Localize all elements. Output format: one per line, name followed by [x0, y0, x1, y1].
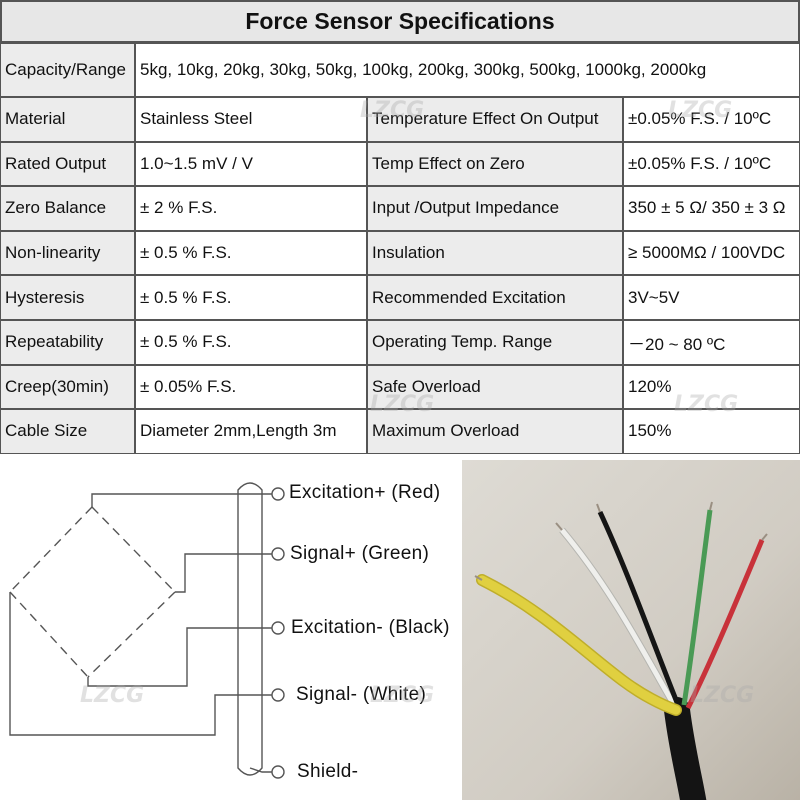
white-wire: [560, 528, 677, 707]
green-wire: [681, 509, 713, 706]
spec-label: Safe Overload: [367, 364, 623, 410]
spec-value: 120%: [623, 364, 800, 410]
capacity-row: Capacity/Range 5kg, 10kg, 20kg, 30kg, 50…: [0, 43, 800, 97]
table-row: Hysteresis± 0.5 % F.S.Recommended Excita…: [0, 275, 800, 320]
table-title: Force Sensor Specifications: [0, 0, 800, 43]
spec-label: Temperature Effect On Output: [367, 97, 623, 142]
label-excitation-minus: Excitation- (Black): [291, 617, 450, 638]
table-row: Repeatability± 0.5 % F.S.Operating Temp.…: [0, 320, 800, 365]
spec-table: Force Sensor Specifications Capacity/Ran…: [0, 0, 800, 454]
cable-sheath-outline: [237, 482, 263, 776]
black-cable-jacket: [664, 697, 707, 805]
spec-label: Insulation: [367, 230, 623, 276]
table-title-row: Force Sensor Specifications: [0, 0, 800, 43]
spec-value: 1.0~1.5 mV / V: [135, 141, 367, 187]
wiring-diagram: Excitation+ (Red) Signal+ (Green) Excita…: [0, 460, 462, 800]
spec-label: Zero Balance: [0, 186, 135, 231]
label-signal-minus: Signal- (White): [296, 684, 427, 705]
spec-value: Stainless Steel: [135, 97, 367, 142]
spec-label: Maximum Overload: [367, 409, 623, 454]
spec-value: ±0.05% F.S. / 10ºC: [623, 141, 800, 187]
label-signal-plus: Signal+ (Green): [290, 543, 430, 564]
spec-label: Non-linearity: [0, 230, 135, 276]
terminal-shield: [271, 765, 285, 779]
table-row: Non-linearity± 0.5 % F.S.Insulation≥ 500…: [0, 230, 800, 276]
spec-label: Cable Size: [0, 409, 135, 454]
spec-label: Temp Effect on Zero: [367, 141, 623, 187]
yellow-cable: [477, 575, 681, 715]
capacity-label: Capacity/Range: [0, 43, 135, 97]
spec-value: ±0.05% F.S. / 10ºC: [623, 97, 800, 142]
black-wire: [597, 510, 681, 706]
spec-label: Operating Temp. Range: [367, 320, 623, 365]
label-excitation-plus: Excitation+ (Red): [289, 482, 441, 503]
table-row: Zero Balance± 2 % F.S.Input /Output Impe…: [0, 186, 800, 231]
spec-value: ± 0.5 % F.S.: [135, 275, 367, 320]
capacity-value: 5kg, 10kg, 20kg, 30kg, 50kg, 100kg, 200k…: [135, 43, 800, 97]
terminal-signal-minus: [271, 688, 285, 702]
spec-value: ± 0.5 % F.S.: [135, 230, 367, 276]
label-shield: Shield-: [297, 761, 359, 782]
spec-value: －20 ~ 80 ºC: [623, 320, 800, 365]
terminal-excitation-plus: [271, 487, 285, 501]
spec-value: Diameter 2mm,Length 3m: [135, 409, 367, 454]
cable-photo-illustration: [462, 460, 800, 805]
spec-value: 350 ± 5 Ω/ 350 ± 3 Ω: [623, 186, 800, 231]
spec-label: Recommended Excitation: [367, 275, 623, 320]
spec-value: ≥ 5000MΩ / 100VDC: [623, 230, 800, 276]
cable-photo: [462, 460, 800, 805]
wiring-diagram-svg: [9, 482, 285, 779]
spec-label: Hysteresis: [0, 275, 135, 320]
bridge-dashed-diamond: [9, 506, 176, 678]
spec-value: ± 0.5 % F.S.: [135, 320, 367, 365]
spec-label: Rated Output: [0, 141, 135, 187]
spec-label: Creep(30min): [0, 364, 135, 410]
spec-value: ± 2 % F.S.: [135, 186, 367, 231]
spec-value: 3V~5V: [623, 275, 800, 320]
spec-label: Input /Output Impedance: [367, 186, 623, 231]
spec-label: Material: [0, 97, 135, 142]
red-wire: [685, 539, 765, 710]
spec-value: ± 0.05% F.S.: [135, 364, 367, 410]
spec-label: Repeatability: [0, 320, 135, 365]
bare-wire-tips: [474, 501, 768, 581]
terminal-signal-plus: [271, 547, 285, 561]
spec-value: 150%: [623, 409, 800, 454]
terminal-excitation-minus: [271, 621, 285, 635]
